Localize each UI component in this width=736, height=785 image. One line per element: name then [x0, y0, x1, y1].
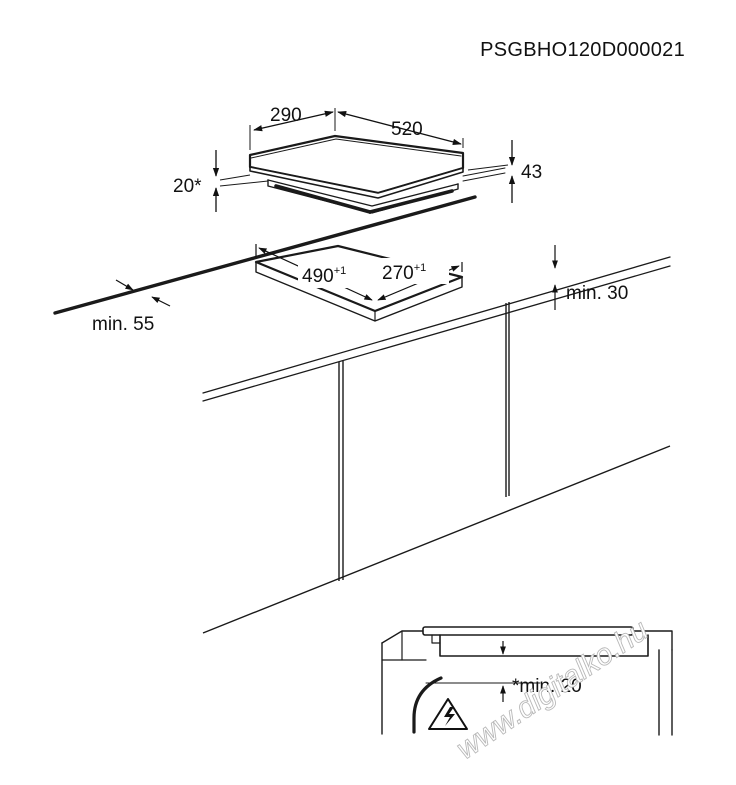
document-code: PSGBHO120D000021 — [480, 39, 685, 61]
hob-dimension-arrows — [212, 110, 516, 212]
hob-width-label: 520 — [391, 119, 423, 140]
depth-arrow — [253, 110, 334, 132]
cutout-depth-label: 270+1 — [382, 262, 426, 284]
detail-note-label: *min. 20 — [512, 676, 582, 697]
min-front-distance-label: min. 55 — [92, 314, 154, 335]
electrical-hazard-icon — [428, 698, 468, 730]
width-arrow — [337, 110, 462, 146]
cutout-depth-label-bg — [379, 258, 449, 284]
min-wall-distance-label: min. 30 — [566, 283, 628, 304]
cabinet — [202, 302, 671, 634]
detail-inset — [381, 626, 673, 736]
hob-depth-label: 290 — [270, 105, 302, 126]
hob-extension-lines — [219, 108, 509, 187]
min-front-distance-arrows — [115, 279, 171, 307]
cutout-width-label: 490+1 — [302, 265, 346, 287]
watermark: www.digitalko.hu — [450, 613, 654, 765]
hob-height-label: 43 — [521, 162, 542, 183]
cutout-width-label-bg — [298, 262, 368, 288]
clearance-below-label: 20* — [173, 176, 202, 197]
hob — [248, 134, 506, 214]
